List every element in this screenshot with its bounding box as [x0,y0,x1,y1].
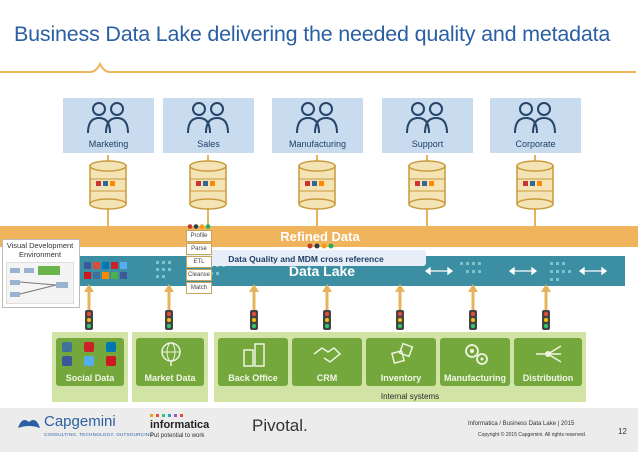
role-corporate: Corporate [490,98,581,153]
tile-inventory: Inventory [366,338,436,386]
tile-label: Social Data [65,373,115,383]
tile-label: CRM [316,373,338,383]
process-stack: Profile Parse ETL Cleanse Match [186,230,212,295]
boxes-icon [390,342,414,365]
tile-crm: CRM [292,338,362,386]
role-label: Corporate [515,139,556,149]
database-icon [408,160,446,210]
role-label: Manufacturing [288,139,347,149]
process-profile: Profile [186,230,212,242]
role-marketing: Marketing [63,98,154,153]
footer-copyright: Copyright © 2015 Capgemini. All rights r… [478,432,587,438]
data-lake-label: Data Lake [288,263,356,279]
people-icon [514,102,556,134]
dq-bar [186,250,426,266]
people-icon [87,102,129,134]
role-label: Marketing [88,139,129,149]
tile-label: Distribution [522,373,574,383]
informatica-logo: informatica [150,419,210,431]
gears-icon [465,344,488,365]
process-dots [187,224,211,229]
page-number: 12 [618,427,627,436]
refined-data-bar [0,226,638,247]
buildings-icon [243,343,265,367]
vde-screenshot [6,262,74,304]
ingest-connectors [84,284,551,330]
internal-systems-label: Internal systems [380,392,440,401]
capgemini-logo-icon [18,420,40,428]
footer [0,408,638,452]
page-title: Business Data Lake delivering the needed… [14,22,611,46]
role-sales: Sales [163,98,254,153]
tile-manufacturing: Manufacturing [440,338,510,386]
globe-icon [161,342,181,366]
pivotal-logo: Pivotal. [252,416,308,435]
footer-title: Informatica / Business Data Lake | 2015 [468,421,575,427]
database-icon [516,160,554,210]
role-support: Support [382,98,473,153]
role-manufacturing: Manufacturing [272,98,363,153]
tile-social-data: Social Data [56,338,124,386]
database-icon [189,160,227,210]
people-icon [187,102,229,134]
tile-label: Market Data [144,373,196,383]
process-cleanse: Cleanse [186,269,212,281]
refined-data-label: Refined Data [280,229,360,244]
network-icon [536,345,562,363]
dq-label: Data Quality and MDM cross reference [228,254,384,264]
tile-market-data: Market Data [136,338,204,386]
handshake-icon [313,347,342,363]
tile-label: Manufacturing [444,373,506,383]
people-icon [296,102,338,134]
people-icon [406,102,448,134]
capgemini-tagline: CONSULTING. TECHNOLOGY. OUTSOURCING [44,432,154,437]
dq-dots [307,243,334,249]
traffic-light-icon [85,310,550,330]
process-etl: ETL [186,256,212,268]
tile-back-office: Back Office [218,338,288,386]
role-label: Support [411,139,444,149]
informatica-dots [150,414,183,417]
social-icons [62,342,116,366]
database-icon [89,160,127,210]
title-underline [0,61,636,73]
vde-title: Visual Development Environment [6,241,74,259]
capgemini-logo: Capgemini [44,413,116,430]
tile-label: Back Office [228,373,278,383]
process-match: Match [186,282,212,294]
database-icon [298,160,336,210]
social-icons [84,262,127,279]
arrow-up-icon [84,284,551,310]
role-label: Sales [197,139,220,149]
informatica-tagline: Put potential to work [150,433,205,439]
process-parse: Parse [186,243,212,255]
tile-label: Inventory [380,373,422,383]
tile-distribution: Distribution [514,338,582,386]
